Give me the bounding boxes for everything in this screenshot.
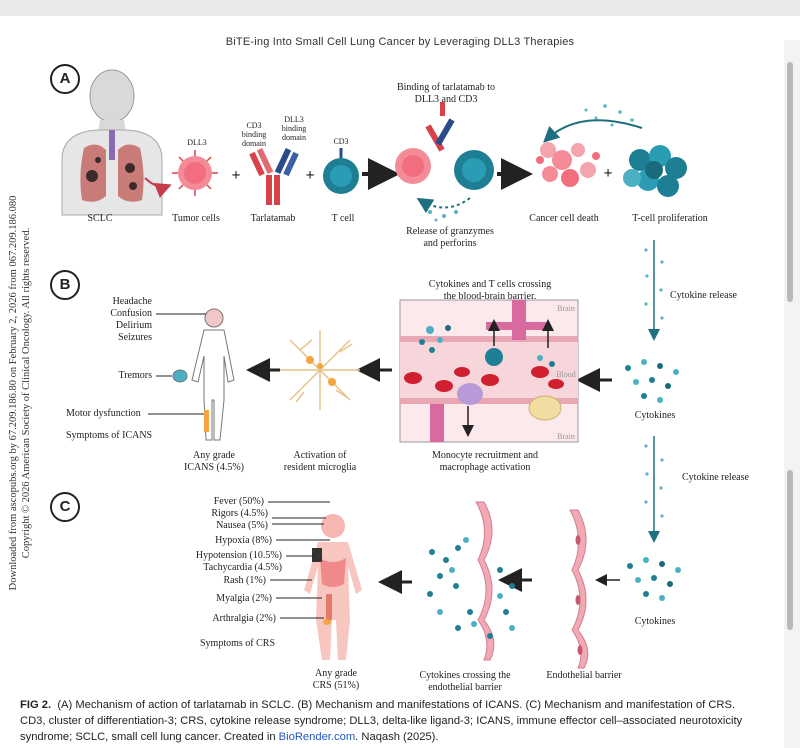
scrollbar-thumb[interactable] [787,62,793,302]
t-cell-proliferation [623,145,687,197]
panel-c-label: C [50,492,80,522]
icans-symptoms-title: Symptoms of ICANS [66,430,153,441]
caption-line2: CD3, cluster of differentiation-3; CRS, … [20,715,743,727]
endothelial-label: Endothelial barrier [546,670,622,681]
biorender-link[interactable]: BioRender.com [278,731,356,743]
microglia-label-1: Activation of [293,450,347,461]
release-label-1: Release of granzymes [406,226,494,237]
t-cell-proliferation-label: T-cell proliferation [632,213,708,224]
plus-icon: + [305,167,314,184]
crs-hypotension: Hypotension (10.5%) [195,550,282,561]
arrow-proliferation [543,119,643,143]
cytokines-label-c: Cytokines [634,616,676,627]
t-cell-label: T cell [331,213,355,224]
microglia-illustration [280,330,360,410]
crs-rigors: Rigors (4.5%) [211,508,268,519]
human-body-icans [172,308,235,441]
caption-line1: (A) Mechanism of action of tarlatamab in… [57,699,736,711]
crossing-label-2: endothelial barrier [428,682,502,693]
cytokine-dots-bc [644,444,664,518]
crs-arthralgia: Arthralgia (2%) [212,613,276,624]
bbb-label-1: Cytokines and T cells crossing [428,279,552,290]
bbb-label-2: the blood-brain barrier. [443,291,537,302]
brain-bottom-label: Brain [557,432,575,441]
figure-graphics: + + + [61,69,687,669]
icans-any-grade: Any grade [193,450,235,461]
arrow-sclc-to-tumor [144,177,172,198]
tumor-cell [172,150,218,196]
binding-label-1: Binding of tarlatamab to [396,82,496,93]
crs-nausea: Nausea (5%) [216,520,268,531]
symptom-headache: Headache [112,296,152,307]
release-label-2: and perforins [423,238,477,249]
blood-label: Blood [556,370,576,379]
cd3-label: CD3 [333,137,349,146]
cancer-cell-death-label: Cancer cell death [529,213,599,224]
figure-caption: FIG 2. (A) Mechanism of action of tarlat… [20,697,780,745]
crs-tachycardia: Tachycardia (4.5%) [203,562,282,573]
tarlatamab-label: Tarlatamab [250,213,296,224]
patient-lungs-illustration [61,69,163,216]
t-cell [323,148,359,194]
crs-any-grade: Any grade [315,668,357,679]
symptom-tremors: Tremors [118,370,152,381]
blood-brain-barrier-diagram [399,299,579,443]
tarlatamab-antibody [249,147,299,205]
microglia-label-2: resident microglia [283,462,357,473]
symptom-seizures: Seizures [118,332,152,343]
crs-rash: Rash (1%) [223,575,267,586]
caption-line3b: . Naqash (2025). [355,731,439,743]
crossing-label-1: Cytokines crossing the [419,670,511,681]
caption-fig-number: FIG 2. [20,699,52,711]
binding-complex [395,102,494,222]
symptom-delirium: Delirium [115,320,152,331]
scrollbar-thumb-secondary[interactable] [787,470,793,630]
crs-myalgia: Myalgia (2%) [216,593,272,604]
icans-percent: ICANS (4.5%) [184,462,244,473]
symptom-motor-dysfunction: Motor dysfunction [66,408,141,419]
page-header: BiTE-ing Into Small Cell Lung Cancer by … [225,36,575,48]
panel-b-label: B [50,270,80,300]
cytokine-release-label-c: Cytokine release [682,472,749,483]
icans-pointer-lines [148,313,206,415]
cd3-binding-domain-label: CD3 binding domain [241,121,267,148]
endothelial-barrier [569,509,589,669]
cytokines-cluster-b [625,359,679,403]
monocyte-label-2: macrophage activation [439,462,531,473]
symptom-confusion: Confusion [110,308,152,319]
crs-symptoms-title: Symptoms of CRS [200,638,276,649]
binding-label-2: DLL3 and CD3 [414,94,478,105]
panel-a-label: A [50,64,80,94]
tumor-cells-label: Tumor cells [172,213,220,224]
plus-icon: + [231,167,240,184]
brain-top-label: Brain [557,304,575,313]
human-body-crs [304,514,362,660]
cytokines-label-b: Cytokines [634,410,676,421]
cytokines-cluster-c [627,557,681,601]
top-bar [0,0,800,16]
crs-hypoxia: Hypoxia (8%) [215,535,272,546]
dll3-binding-domain-label: DLL3 binding domain [281,115,307,142]
sclc-label: SCLC [87,213,113,224]
cytokine-dots-a [584,104,634,127]
crs-percent: CRS (51%) [312,680,360,691]
crs-fever: Fever (50%) [213,496,264,507]
crs-pointer-lines [268,501,330,619]
plus-icon: + [603,165,612,182]
monocyte-label-1: Monocyte recruitment and [431,450,539,461]
dll3-label: DLL3 [187,138,207,147]
cytokines-crossing-barrier [427,501,515,661]
cancer-cell-death [536,142,600,187]
cytokine-release-label-b: Cytokine release [670,290,737,301]
cytokine-dots-ab [644,248,664,320]
caption-line3a: syndrome; SCLC, small cell lung cancer. … [20,731,276,743]
